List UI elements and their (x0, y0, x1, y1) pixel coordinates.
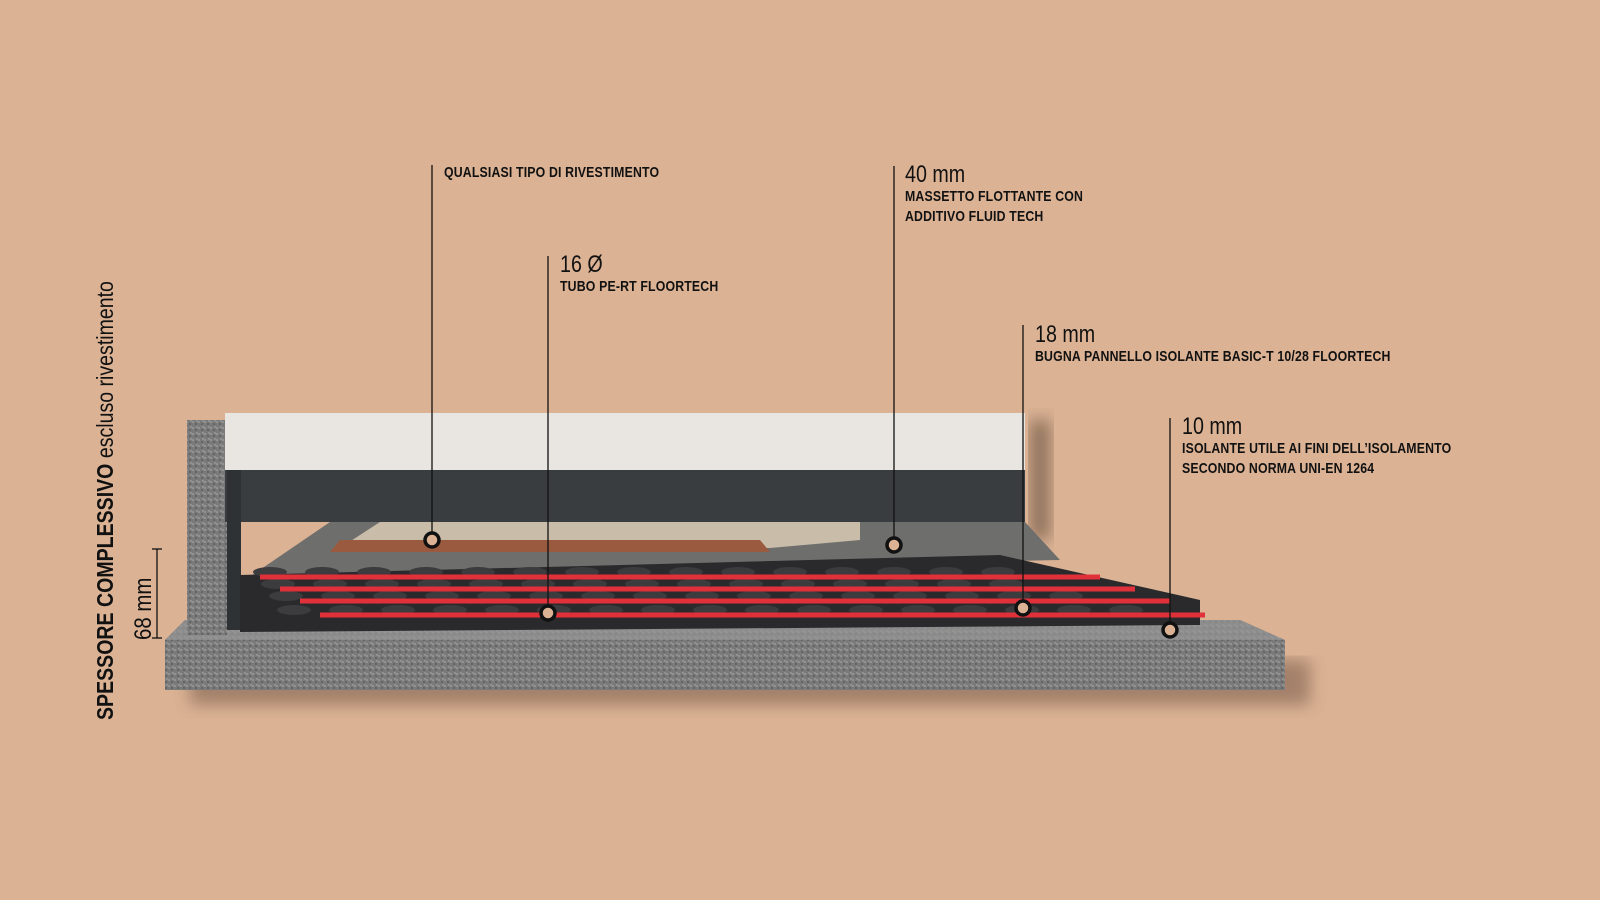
callout-text: SECONDO NORMA UNI-EN 1264 (1182, 460, 1375, 477)
callout-bugna: 18 mm BUGNA PANNELLO ISOLANTE BASIC-T 10… (1035, 323, 1469, 367)
callout-text: MASSETTO FLOTTANTE CON (905, 188, 1084, 205)
callout-dimension: 10 mm (1182, 413, 1243, 440)
wall-shadow (1030, 420, 1050, 540)
wood-covering (330, 540, 770, 552)
back-wall-plaster (225, 413, 1025, 473)
callout-tubo: 16 Ø TUBO PE-RT FLOORTECH (560, 253, 753, 297)
callout-text: ISOLANTE UTILE AI FINI DELL’ISOLAMENTO (1182, 440, 1452, 457)
total-thickness-title: SPESSORE COMPLESSIVO escluso rivestiment… (92, 281, 118, 720)
marker-dots (423, 531, 1179, 639)
thickness-bracket (152, 548, 162, 639)
marker-bugna (1014, 599, 1032, 617)
callout-massetto: 40 mm MASSETTO FLOTTANTE CON ADDITIVO FL… (905, 163, 1122, 227)
marker-rivestimento (423, 531, 441, 549)
callout-dimension: 40 mm (905, 161, 966, 188)
callout-text: ADDITIVO FLUID TECH (905, 208, 1044, 225)
total-thickness-value: 68 mm (130, 577, 157, 640)
edge-insulation-strip (227, 470, 241, 630)
title-bold: SPESSORE COMPLESSIVO (92, 463, 118, 720)
callout-rivestimento: QUALSIASI TIPO DI RIVESTIMENTO (444, 163, 706, 183)
marker-massetto (885, 536, 903, 554)
callout-dimension: 16 Ø (560, 251, 603, 278)
side-wall (187, 420, 227, 635)
callout-text: QUALSIASI TIPO DI RIVESTIMENTO (444, 164, 660, 181)
title-normal: escluso rivestimento (92, 281, 118, 459)
panel-boss (269, 591, 303, 601)
marker-tubo (539, 604, 557, 622)
marker-isolante (1161, 621, 1179, 639)
callout-text: TUBO PE-RT FLOORTECH (560, 278, 719, 295)
panel-boss (277, 605, 311, 615)
leader-lines (431, 165, 1171, 630)
callout-text: BUGNA PANNELLO ISOLANTE BASIC-T 10/28 FL… (1035, 348, 1391, 365)
back-wall-band (225, 470, 1025, 522)
callout-isolante: 10 mm ISOLANTE UTILE AI FINI DELL’ISOLAM… (1182, 415, 1510, 479)
callout-dimension: 18 mm (1035, 321, 1096, 348)
